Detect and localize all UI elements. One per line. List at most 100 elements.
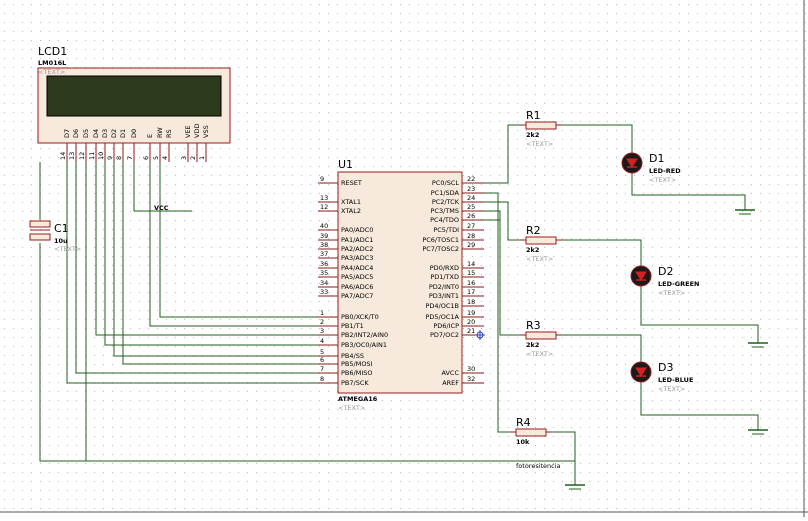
mcu-pin-number: 23 [467, 185, 475, 193]
resistor-text: <TEXT> [526, 350, 553, 358]
led-ref: D3 [658, 361, 673, 374]
mcu-pin-number: 1 [320, 309, 324, 317]
lcd-pin-number: 9 [106, 156, 114, 160]
mcu-pin-label: PB1/T1 [341, 322, 364, 330]
lcd-pin-label: D7 [63, 129, 71, 138]
lcd-pin-label: D0 [130, 129, 138, 138]
mcu-pin-label: PA0/ADC0 [341, 226, 373, 234]
mcu-atmega16[interactable] [337, 171, 463, 394]
ground-icon [735, 209, 755, 215]
mcu-pin-label: AREF [442, 379, 459, 387]
mcu-pin-number: 22 [467, 175, 475, 183]
resistor-r2[interactable] [520, 236, 562, 245]
mcu-pin-label: PD4/OC1B [426, 302, 460, 310]
mcu-pin-number: 19 [467, 309, 475, 317]
mcu-pin-label: PD0/RXD [430, 264, 459, 272]
led-d3[interactable] [630, 361, 652, 383]
mcu-pin-label: XTAL1 [341, 198, 361, 206]
mcu-pin-label: PD1/TXD [430, 273, 459, 281]
mcu-pin-label: PC1/SDA [431, 189, 460, 197]
mcu-pin-number: 30 [467, 365, 475, 373]
mcu-model: ATMEGA16 [338, 395, 378, 403]
mcu-pin-number: 24 [467, 194, 475, 202]
resistor-r1[interactable] [520, 121, 562, 130]
mcu-pin-label: PD7/OC2 [430, 331, 459, 339]
led-ref: D2 [658, 265, 673, 278]
lcd-pin-number: 13 [68, 152, 76, 160]
lcd-pin-label: VSS [202, 125, 210, 138]
mcu-pin-label: PA2/ADC2 [341, 245, 373, 253]
resistor-ref: R1 [526, 109, 541, 122]
lcd-pin-label: D4 [92, 129, 100, 138]
mcu-text-placeholder: <TEXT> [338, 404, 365, 412]
lcd-pin-number: 12 [78, 152, 86, 160]
mcu-pin-number: 32 [467, 375, 475, 383]
mcu-pin-label: PA1/ADC1 [341, 236, 373, 244]
mcu-pin-number: 34 [320, 279, 328, 287]
lcd-pin-number: 1 [198, 156, 206, 160]
lcd-pin-label: RS [165, 129, 173, 138]
lcd-module[interactable] [37, 67, 231, 144]
resistor-ref: R4 [516, 416, 531, 429]
resistor-r3[interactable] [520, 331, 562, 340]
led-d1[interactable] [621, 152, 643, 174]
mcu-pin-number: 29 [467, 241, 475, 249]
mcu-pin-number: 18 [467, 298, 475, 306]
resistor-text: <TEXT> [526, 140, 553, 148]
mcu-pin-number: 20 [467, 318, 475, 326]
led-ref: D1 [649, 152, 664, 165]
mcu-pin-number: 28 [467, 232, 475, 240]
led-model: LED-BLUE [658, 376, 693, 384]
resistor-text: fotoresitencia [516, 462, 561, 470]
lcd-pin-label: D6 [72, 129, 80, 138]
wires [39, 124, 759, 485]
lcd-pin-number: 3 [180, 156, 188, 160]
ground-icon [748, 429, 768, 435]
cap-text-placeholder: <TEXT> [54, 245, 81, 253]
mcu-pin-label: PB2/INT2/AIN0 [341, 331, 388, 339]
mcu-pin-number: 12 [320, 203, 328, 211]
lcd-pin-number: 4 [161, 156, 169, 160]
mcu-pin-label: PC4/TDO [430, 216, 459, 224]
resistor-value: 10k [516, 438, 530, 446]
mcu-pin-number: 25 [467, 203, 475, 211]
lcd-text-placeholder: <TEXT> [38, 68, 65, 76]
lcd-pin-number: 8 [115, 156, 123, 160]
mcu-pin-label: PB3/OC0/AIN1 [341, 341, 387, 349]
lcd-screen [46, 75, 222, 117]
lcd-pin-number: 6 [142, 156, 150, 160]
mcu-pin-label: PD5/OC1A [426, 313, 460, 321]
lcd-ref: LCD1 [38, 45, 67, 58]
mcu-pin-number: 38 [320, 241, 328, 249]
mcu-pin-number: 7 [320, 365, 324, 373]
mcu-pin-label: AVCC [441, 369, 459, 377]
mcu-pin-label: PB5/MOSI [341, 360, 373, 368]
lcd-pin-label: D1 [119, 129, 127, 138]
mcu-pin-number: 37 [320, 250, 328, 258]
mcu-pin-number: 5 [320, 348, 324, 356]
led-d2[interactable] [630, 265, 652, 287]
mcu-pin-number: 36 [320, 260, 328, 268]
resistor-value: 2k2 [526, 341, 539, 349]
lcd-pin-label: E [146, 134, 154, 138]
mcu-pin-label: PA3/ADC3 [341, 254, 373, 262]
resistor-value: 2k2 [526, 246, 539, 254]
resistor-r4[interactable] [510, 428, 552, 437]
crosshair-cursor-icon [475, 330, 485, 340]
mcu-pin-number: 15 [467, 269, 475, 277]
mcu-pin-label: PB6/MISO [341, 369, 372, 377]
lcd-pin-number: 14 [59, 152, 67, 160]
mcu-ref: U1 [338, 158, 353, 171]
mcu-pin-label: PC0/SCL [432, 179, 459, 187]
mcu-pin-number: 17 [467, 288, 475, 296]
lcd-pins: D714D613D512D411D310D29D18D07E6RW5RS4VEE… [59, 124, 210, 162]
mcu-pin-label: PA4/ADC4 [341, 264, 373, 272]
capacitor-c1[interactable] [29, 220, 51, 241]
mcu-pin-label: PD2/INT0 [429, 283, 459, 291]
cap-value: 10u [54, 237, 68, 245]
mcu-pin-label: PB0/XCK/T0 [341, 313, 379, 321]
mcu-pin-number: 4 [320, 337, 324, 345]
mcu-pin-number: 40 [320, 222, 328, 230]
